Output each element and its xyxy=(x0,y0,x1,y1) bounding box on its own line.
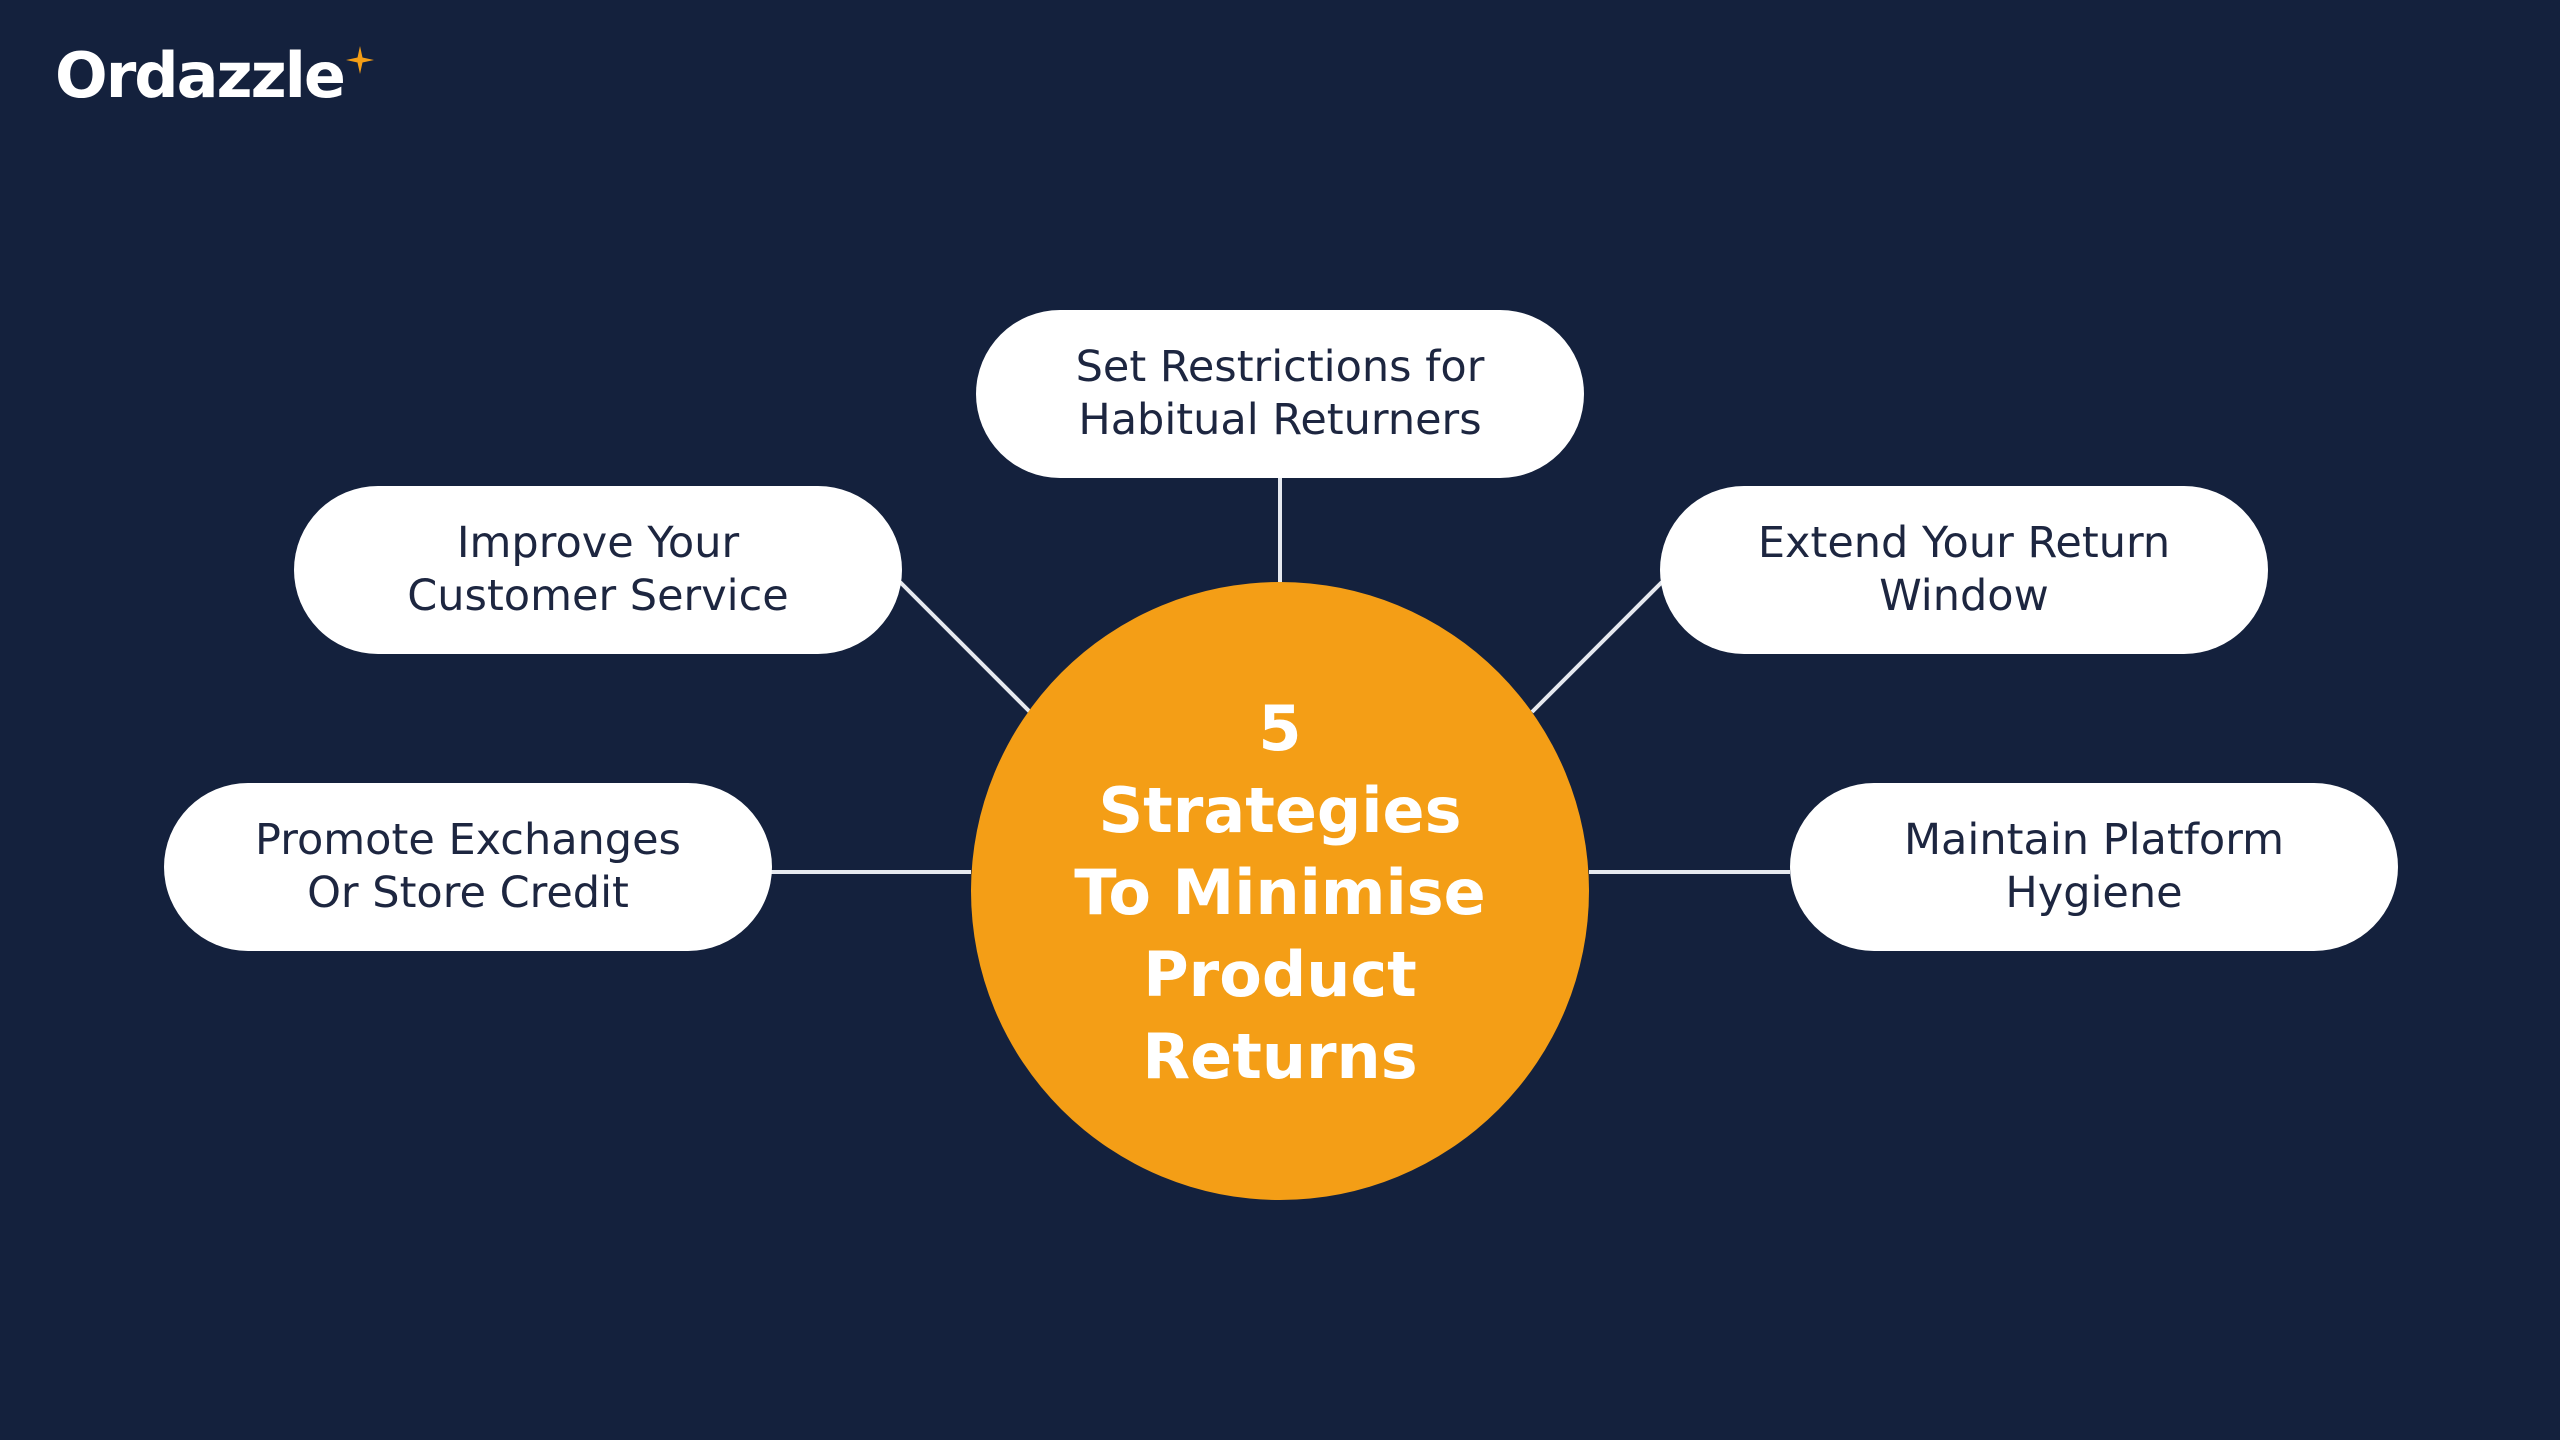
strategy-label: Extend Your Return Window xyxy=(1757,518,2171,621)
strategy-label: Maintain Platform Hygiene xyxy=(1903,815,2285,918)
strategy-pill-top: Set Restrictions for Habitual Returners xyxy=(976,310,1584,478)
ordazzle-logo: Ordazzle xyxy=(55,38,374,114)
strategy-label: Improve Your Customer Service xyxy=(407,518,789,621)
logo-wordmark: Ordazzle xyxy=(55,39,346,112)
connector-upper-right xyxy=(1530,580,1664,714)
strategy-label: Set Restrictions for Habitual Returners xyxy=(1075,342,1485,445)
strategy-pill-upper-right: Extend Your Return Window xyxy=(1660,486,2268,654)
strategy-pill-upper-left: Improve Your Customer Service xyxy=(294,486,902,654)
connector-upper-left xyxy=(898,580,1032,714)
center-circle: 5 Strategies To Minimise Product Returns xyxy=(971,582,1589,1200)
sparkle-star-shape xyxy=(345,46,374,74)
strategy-label: Promote Exchanges Or Store Credit xyxy=(255,815,681,918)
strategy-pill-lower-right: Maintain Platform Hygiene xyxy=(1790,783,2398,951)
sparkle-star-icon xyxy=(345,46,374,74)
strategy-pill-lower-left: Promote Exchanges Or Store Credit xyxy=(164,783,772,951)
center-title: 5 Strategies To Minimise Product Returns xyxy=(1074,692,1486,1093)
